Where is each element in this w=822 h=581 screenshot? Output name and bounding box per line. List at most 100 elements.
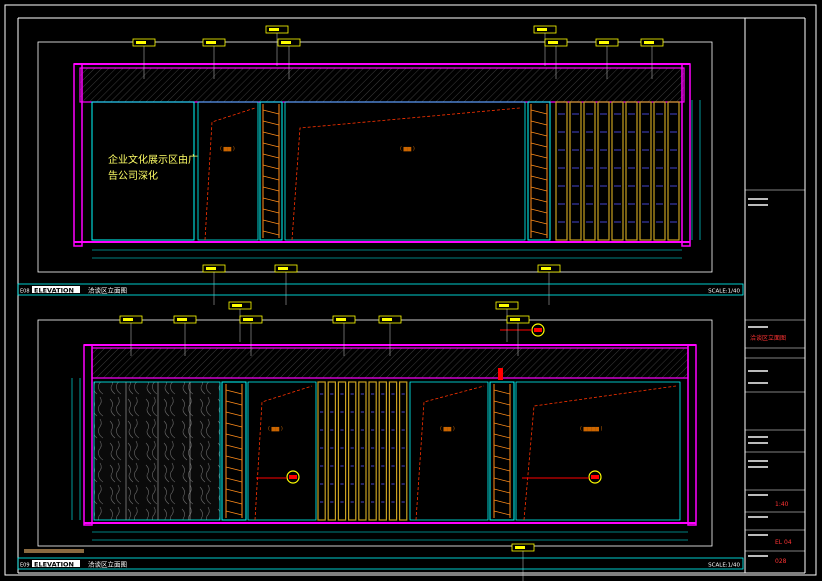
title-block-field — [748, 534, 768, 536]
shelf-ladder-b1 — [225, 384, 243, 518]
glass-reflection-b1 — [254, 385, 313, 521]
left-wall-a — [73, 63, 83, 247]
glass-label-a2: ( ▆▆ ) — [400, 146, 415, 152]
ladder-step — [262, 230, 280, 236]
ladder-step — [493, 433, 511, 439]
glass-reflection-b2 — [415, 385, 485, 521]
elevation-a: 企业文化展示区由广 告公司深化 ( ▆▆ ) ( ▆▆ ) — [37, 25, 713, 305]
title-block-project: 洽谈区立面图 — [750, 334, 786, 342]
shelf-column-a2 — [527, 101, 551, 241]
callout-tag-fill — [644, 41, 654, 44]
title-bar-b-frame — [17, 557, 744, 570]
ladder-step — [530, 186, 548, 192]
ladder-step — [262, 120, 280, 126]
elevation-scale-b: SCALE:1/40 — [708, 563, 740, 569]
callout-tag-fill — [541, 267, 551, 270]
title-block-field — [748, 370, 768, 372]
elevation-word-bg-b — [32, 560, 80, 567]
shelf-ladder-b2 — [493, 384, 511, 518]
sheet-border — [4, 4, 817, 576]
shelf-ladder-a1 — [262, 104, 280, 238]
rack-bar — [555, 101, 568, 241]
callout-tag-fill — [206, 41, 216, 44]
shelf-ladder-a2 — [530, 104, 548, 238]
ladder-step — [493, 389, 511, 395]
callout-tag-fill — [243, 318, 253, 321]
elevation-scale-a: SCALE:1/40 — [708, 289, 740, 295]
ladder-step — [225, 455, 243, 461]
elevation-b: ( ▆▆ ) ( ▆▆ ) ( ▆▆▆▆ ) — [24, 301, 713, 581]
ladder-step — [493, 510, 511, 516]
section-markers — [256, 323, 602, 484]
callout-tag-fill — [278, 267, 288, 270]
rack-bar — [368, 381, 377, 521]
ceiling-band-a — [79, 67, 685, 103]
callout-tag-fill — [537, 28, 547, 31]
rack-bar — [378, 381, 388, 521]
callout-tag-fill — [515, 546, 525, 549]
marble-panel-joints — [125, 382, 191, 520]
section-cut-mark — [498, 368, 503, 380]
glass-reflection-a2 — [291, 107, 521, 241]
elevation-tag-b: E09 — [20, 563, 30, 569]
title-block-field — [748, 382, 768, 384]
ladder-step — [262, 186, 280, 192]
right-wall-b — [687, 344, 697, 526]
glass-label-a1: ( ▆▆ ) — [220, 146, 235, 152]
culture-display-wall — [91, 101, 195, 241]
callout-tag-fill — [510, 318, 520, 321]
title-block-field — [748, 204, 768, 206]
rack-bar — [317, 381, 326, 521]
glass-label-b3: ( ▆▆▆▆ ) — [580, 426, 603, 432]
section-marker-ring — [286, 470, 300, 484]
rack-group-b — [317, 381, 408, 521]
ladder-step — [225, 466, 243, 472]
ladder-step — [530, 142, 548, 148]
ladder-step — [225, 422, 243, 428]
ladder-step — [262, 175, 280, 181]
wall-note-line1: 企业文化展示区由广 — [108, 153, 198, 166]
ladder-step — [530, 120, 548, 126]
ladder-step — [493, 444, 511, 450]
rack-bar — [611, 101, 624, 241]
callout-tag-fill — [136, 41, 146, 44]
ladder-step — [225, 477, 243, 483]
section-marker-fill — [289, 475, 297, 479]
callout-tag-fill — [336, 318, 346, 321]
title-block-field — [748, 442, 768, 444]
glass-label-b2: ( ▆▆ ) — [440, 426, 455, 432]
glass-panel-a2 — [284, 101, 526, 241]
ladder-step — [262, 153, 280, 159]
glass-panel-b3 — [515, 381, 681, 521]
ladder-step — [530, 153, 548, 159]
right-wall-a — [681, 63, 691, 247]
title-block-field — [748, 326, 768, 328]
elevation-tag-a: E08 — [20, 289, 30, 295]
shelf-column-b1 — [221, 381, 247, 521]
callout-tag-fill — [123, 318, 133, 321]
title-block-scale: 1:40 — [775, 501, 789, 508]
glass-reflection-a1 — [204, 107, 256, 241]
ladder-step — [530, 175, 548, 181]
rack-bar — [399, 381, 408, 521]
wall-note-line2: 告公司深化 — [108, 169, 158, 182]
title-block-sheet-no: 028 — [775, 558, 787, 565]
ladder-step — [530, 164, 548, 170]
ladder-step — [493, 400, 511, 406]
callout-tags-b — [119, 301, 535, 581]
ladder-step — [262, 164, 280, 170]
left-wall-b — [83, 344, 93, 526]
title-bar-a: E08 ELEVATION 洽谈区立面图 SCALE:1/40 — [17, 283, 744, 296]
title-bar-a-frame — [17, 283, 744, 296]
ladder-step — [530, 109, 548, 115]
title-bar-b: E09 ELEVATION 洽谈区立面图 SCALE:1/40 — [17, 557, 744, 570]
ladder-step — [493, 488, 511, 494]
rack-bar — [327, 381, 337, 521]
glass-panel-b2 — [409, 381, 489, 521]
ladder-step — [225, 444, 243, 450]
title-block-field — [748, 466, 768, 468]
rack-bar — [667, 101, 680, 241]
title-block-field — [748, 460, 768, 462]
ladder-step — [225, 510, 243, 516]
